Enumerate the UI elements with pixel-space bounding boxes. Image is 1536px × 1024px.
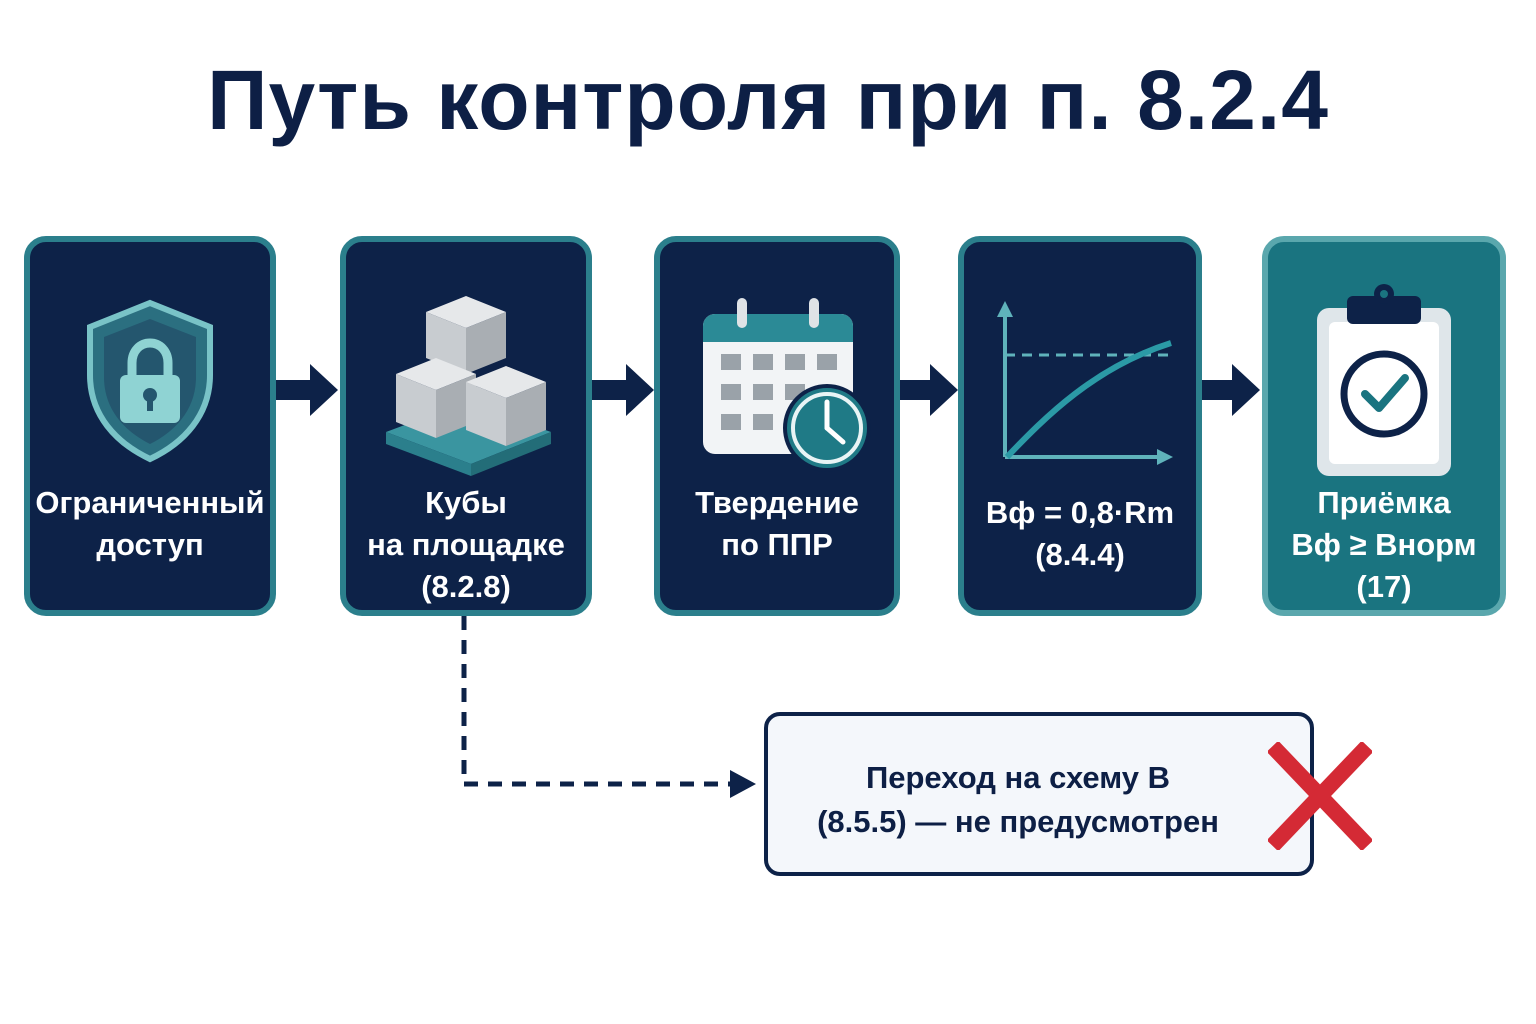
arrow-right-icon xyxy=(276,364,338,416)
step-label: Твердение по ППР xyxy=(695,485,859,562)
step-acceptance: Приёмка Bф ≥ Bнорм (17) xyxy=(1262,236,1506,616)
step-cubes-on-site: Кубы на площадке (8.2.8) xyxy=(340,236,592,616)
step-limited-access: Ограниченный доступ xyxy=(24,236,276,616)
shield-lock-icon xyxy=(30,272,270,492)
alternative-path-text: Переход на схему B (8.5.5) — не предусмо… xyxy=(817,760,1219,839)
clipboard-check-icon xyxy=(1268,272,1500,492)
arrow-right-icon xyxy=(900,364,958,416)
step-label: Ограниченный доступ xyxy=(35,485,265,562)
step-strength-formula: Bф = 0,8·Rm (8.4.4) xyxy=(958,236,1202,616)
dashed-branch-arrow xyxy=(461,616,756,798)
calendar-clock-icon xyxy=(660,272,894,492)
red-cross-icon xyxy=(1268,742,1372,850)
step-hardening: Твердение по ППР xyxy=(654,236,900,616)
step-label: Bф = 0,8·Rm (8.4.4) xyxy=(985,495,1175,572)
concrete-cubes-icon xyxy=(346,272,586,492)
arrow-right-icon xyxy=(1202,364,1260,416)
step-label: Приёмка Bф ≥ Bнорм (17) xyxy=(1291,485,1477,604)
arrow-right-icon xyxy=(592,364,654,416)
alternative-path-box: Переход на схему B (8.5.5) — не предусмо… xyxy=(764,712,1314,876)
step-label: Кубы на площадке (8.2.8) xyxy=(367,485,565,604)
page-title: Путь контроля при п. 8.2.4 xyxy=(207,53,1329,147)
strength-graph-icon xyxy=(964,272,1196,492)
